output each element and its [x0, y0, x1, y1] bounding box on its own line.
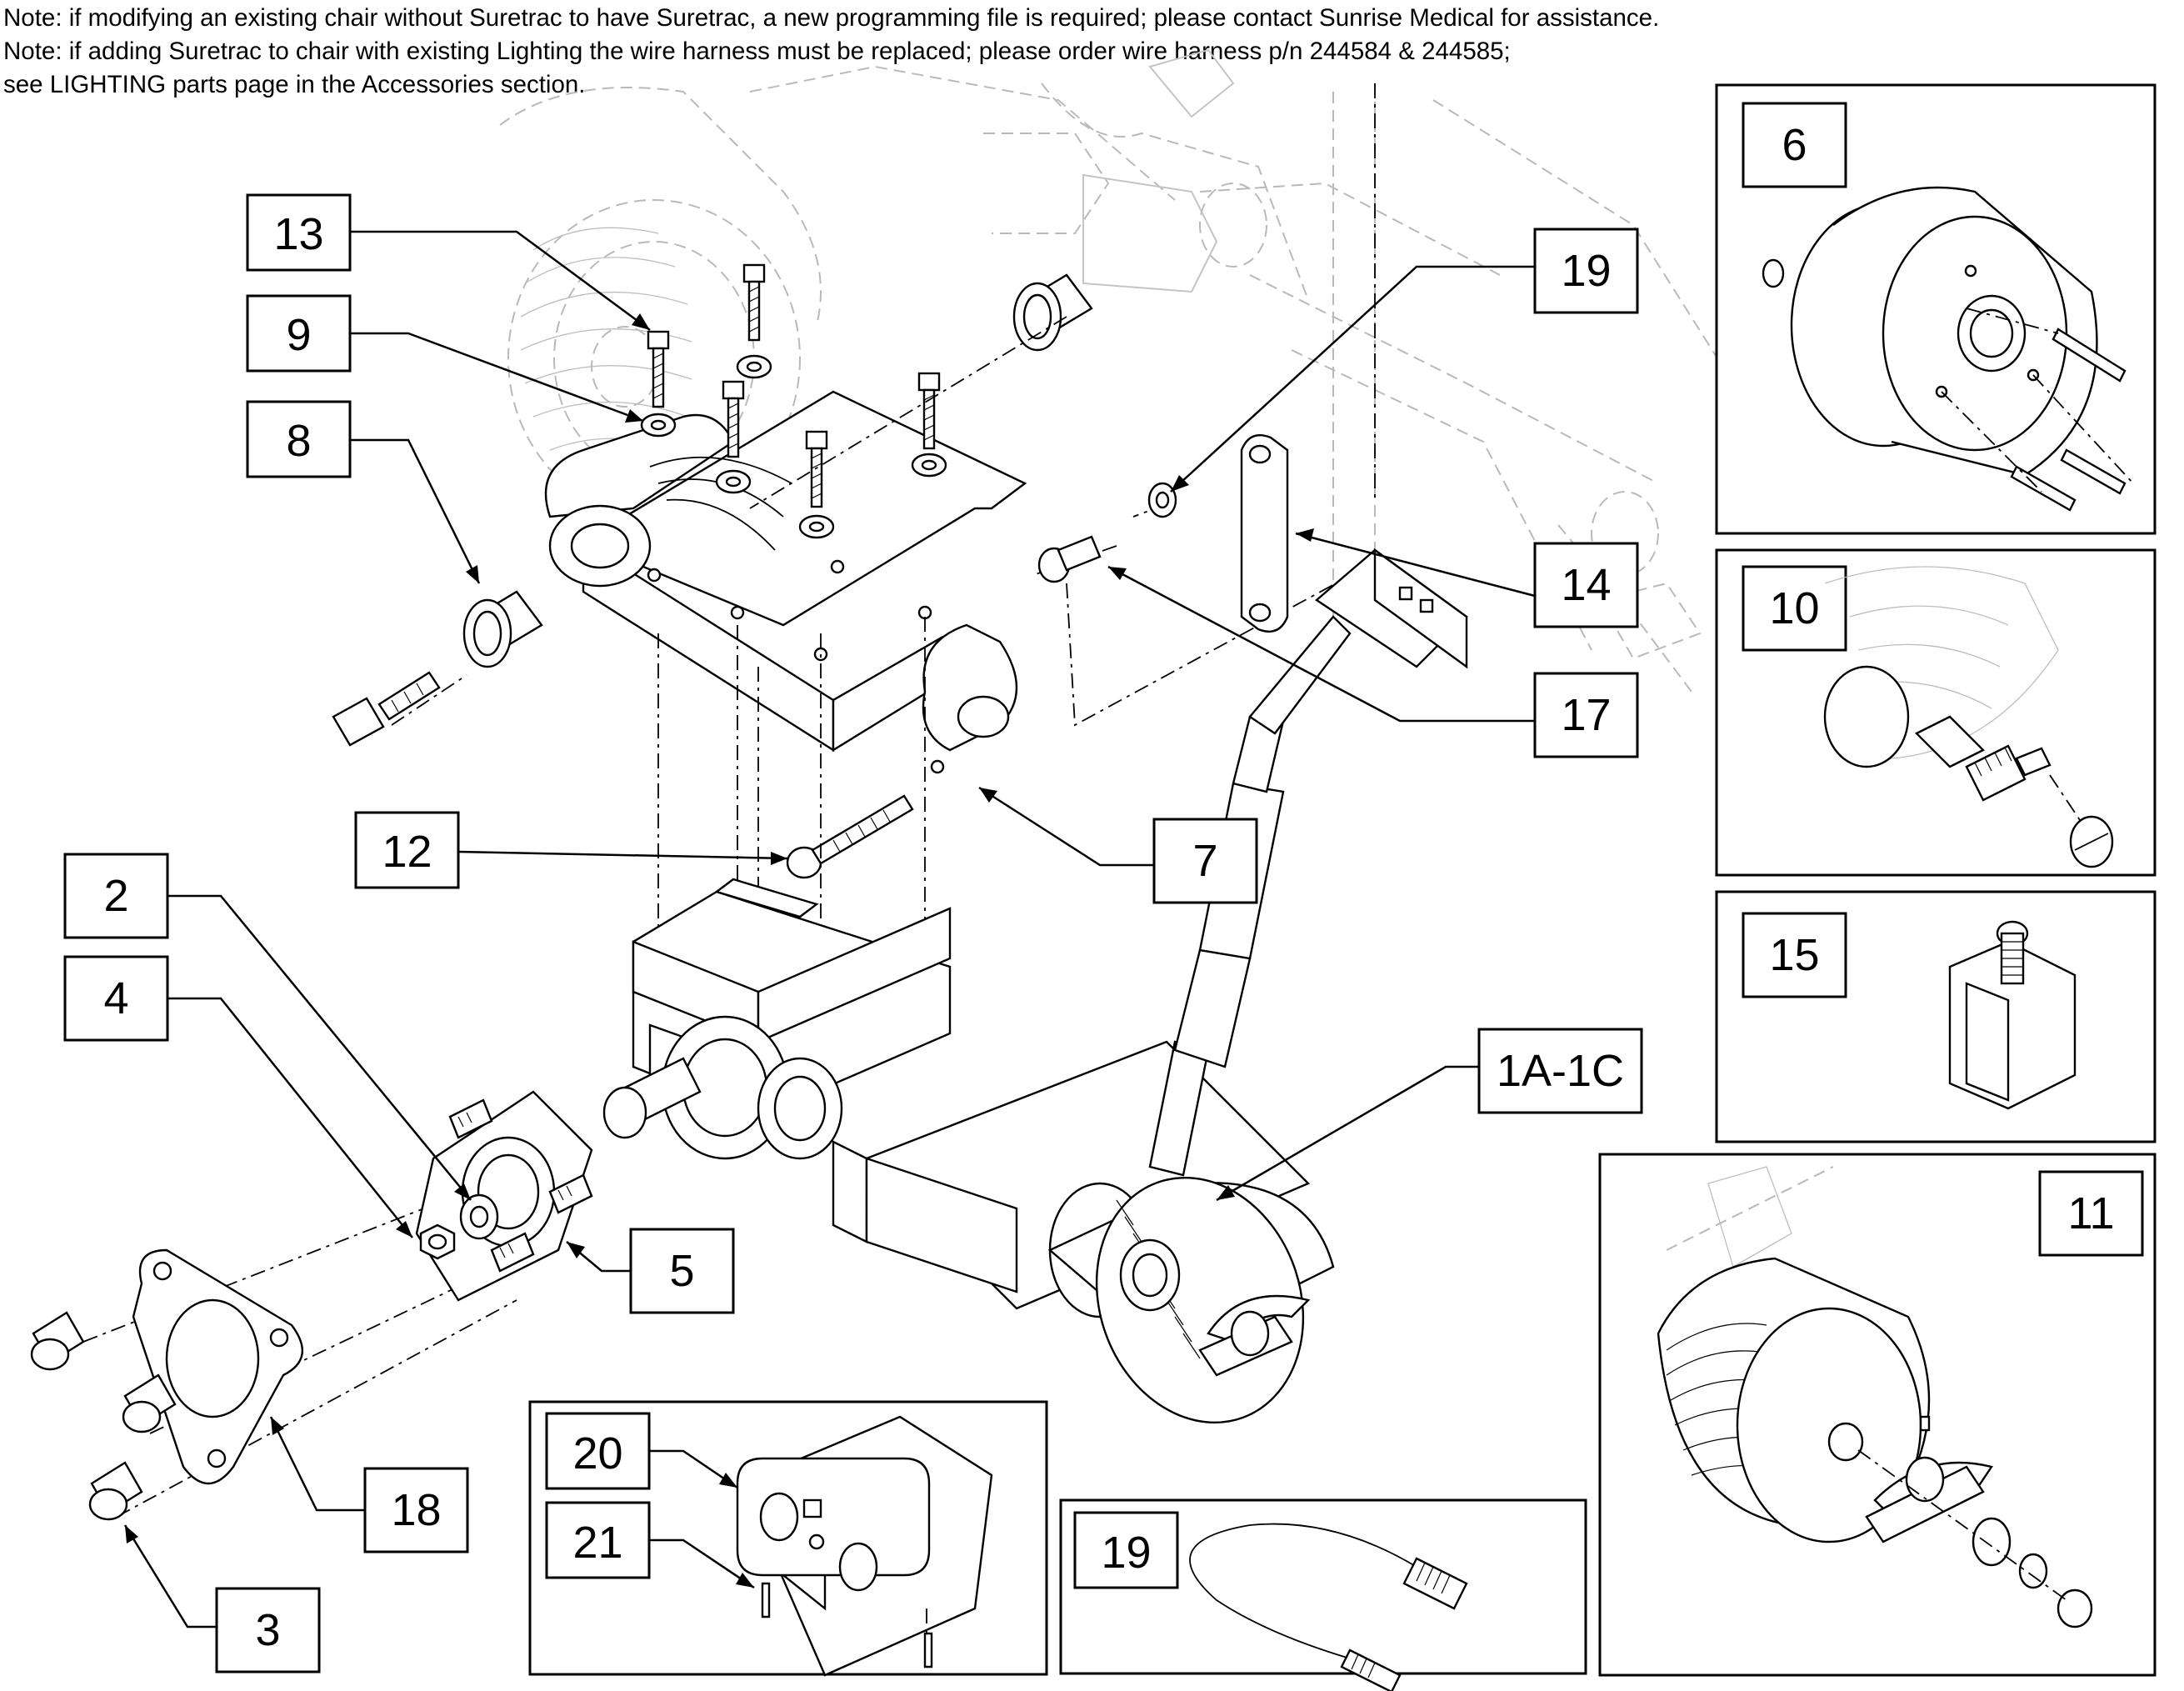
callout-label: 19: [1101, 1528, 1151, 1578]
inset-part-10: 10: [1715, 548, 2157, 877]
callout-label: 9: [286, 310, 311, 360]
callout-12: 12: [354, 811, 788, 889]
inset-parts-20-21: 20 21: [528, 1400, 1048, 1677]
callout-label: 18: [391, 1485, 441, 1535]
washer-part-19: [1147, 482, 1177, 518]
callout-label: 6: [1782, 120, 1807, 170]
callout-label: 12: [382, 827, 432, 877]
callout-label: 17: [1561, 690, 1611, 740]
notes-block: Note: if modifying an existing chair wit…: [3, 2, 1659, 102]
callout-8: 8: [246, 400, 481, 584]
cap-nuts-part-3: [30, 1311, 177, 1521]
callout-label: 3: [255, 1605, 280, 1655]
callout-label: 20: [572, 1428, 622, 1478]
callout-17: 17: [1107, 565, 1639, 758]
callout-label: 4: [103, 973, 128, 1023]
callout-label: 13: [273, 209, 323, 259]
bushing-part-8: [462, 273, 1093, 668]
callout-label: 14: [1561, 560, 1611, 610]
note-programming: Note: if modifying an existing chair wit…: [3, 4, 1660, 32]
callout-label: 7: [1192, 836, 1217, 886]
inset-part-19-cable: 19: [1059, 1498, 1587, 1691]
note-lighting: Note: if adding Suretrac to chair with e…: [3, 38, 1511, 65]
inset-part-6: 6: [1715, 83, 2157, 535]
long-bolt: [332, 671, 441, 747]
callout-label: 10: [1769, 583, 1819, 633]
callout-label: 15: [1769, 930, 1819, 980]
callout-label: 5: [669, 1246, 694, 1296]
link-bar-part-14: [1240, 433, 1289, 633]
callout-label: 2: [103, 871, 128, 921]
callout-14: 14: [1295, 528, 1639, 628]
callout-1a-1c: 1A-1C: [1216, 1028, 1643, 1202]
callout-5: 5: [566, 1228, 735, 1314]
callout-7: 7: [978, 786, 1258, 904]
mount-bracket-part-7: [544, 390, 1027, 774]
gasket-part-18: [132, 1248, 303, 1485]
callout-2: 2: [63, 853, 472, 1201]
inset-part-11: 11: [1598, 1153, 2157, 1677]
bolts-and-washers: [640, 263, 947, 539]
callout-19-main: 19: [1170, 228, 1639, 493]
callout-4: 4: [63, 955, 413, 1238]
inset-part-15: 15: [1715, 890, 2157, 1143]
flange-part-5: [415, 1090, 593, 1302]
screw-part-12: [786, 794, 914, 879]
callout-label: 21: [572, 1518, 622, 1568]
note-lighting-page: see LIGHTING parts page in the Accessori…: [3, 71, 586, 98]
callout-9: 9: [246, 294, 644, 423]
callout-18: 18: [269, 1416, 469, 1553]
callout-label: 11: [2067, 1188, 2114, 1238]
callout-label: 19: [1561, 246, 1611, 296]
motor-gearbox-part-1a-1c: [602, 878, 1335, 1424]
motor-cable-connector: [1148, 548, 1468, 1177]
callout-label: 8: [286, 416, 311, 466]
callout-label: 1A-1C: [1497, 1046, 1624, 1096]
nut-washer-parts-2-4: [419, 1193, 499, 1260]
callout-3: 3: [123, 1524, 321, 1673]
callout-13: 13: [246, 193, 651, 332]
shoulder-bolt-part-17: [1037, 535, 1102, 583]
